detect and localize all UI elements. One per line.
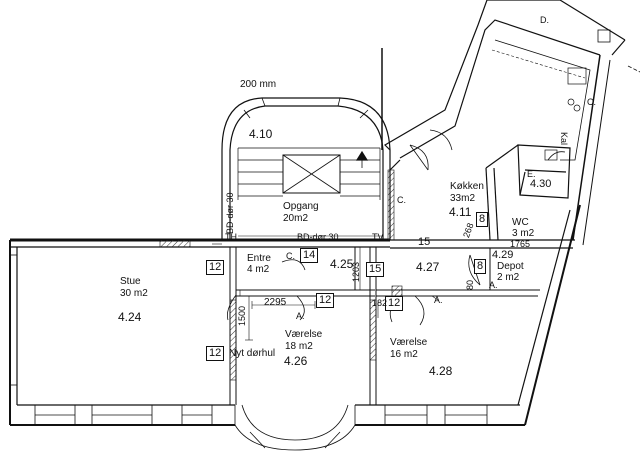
room-name-wc: WC (512, 217, 529, 228)
room-id-opgang: 4.10 (249, 127, 273, 141)
room-area-entre: 4 m2 (247, 264, 270, 275)
wall-note: 200 mm (240, 79, 277, 90)
door-tag: 8 (476, 212, 489, 227)
room-name-entre: Entre (247, 253, 271, 264)
marker-th: TH (225, 232, 237, 242)
windows (9, 254, 488, 451)
room-area-wc: 3 m2 (512, 228, 535, 239)
room-name-kokken: Køkken (450, 181, 484, 192)
marker-bd-door: BD-dør 30 (225, 192, 235, 234)
room-area-vaerelse2: 16 m2 (390, 349, 418, 360)
room-id-430: 4.30 (530, 178, 552, 190)
dimension-label: 1765 (510, 239, 531, 249)
room-area-vaerelse1: 18 m2 (285, 341, 313, 352)
hatched-walls (159, 169, 403, 381)
door-tag: 12 (316, 293, 335, 308)
door-tag: 14 (300, 248, 319, 263)
room-name-depot: Depot (497, 261, 524, 272)
marker-d: D. (540, 15, 549, 25)
interior-walls (229, 247, 540, 405)
room-name-vaerelse2: Værelse (390, 337, 428, 348)
door-tag: 12 (206, 346, 225, 361)
dimension-label: 80 (465, 279, 475, 290)
room-id-hall: 4.27 (416, 260, 440, 274)
dimension-label: 2295 (264, 297, 287, 308)
room-id-entre: 4.25 (330, 257, 354, 271)
staircase (221, 48, 391, 240)
kitchen-wing (384, 0, 640, 246)
outer-walls (9, 204, 581, 426)
marker-a: A. (489, 280, 498, 290)
dimension-lines (245, 247, 555, 341)
room-area-opgang: 20m2 (283, 213, 309, 224)
door-tag: 15 (366, 262, 385, 277)
room-id-depot: 4.29 (492, 249, 514, 261)
room-name-vaerelse1: Værelse (285, 329, 323, 340)
room-name-opgang: Opgang (283, 201, 319, 212)
marker-a: A. (296, 311, 305, 321)
nyt-dorhul-label: Nyt dørhul (229, 348, 276, 359)
room-id-stue: 4.24 (118, 310, 142, 324)
marker-c: C. (587, 97, 596, 107)
door-tag: 15 (418, 236, 431, 248)
room-name-stue: Stue (120, 276, 141, 287)
room-area-depot: 2 m2 (497, 272, 520, 283)
door-tag: 12 (206, 260, 225, 275)
marker-e: E. (527, 169, 536, 179)
marker-c: C. (397, 195, 406, 205)
marker-a: A. (434, 295, 443, 305)
dimension-label: 1500 (237, 305, 247, 326)
door-tag: 12 (385, 296, 404, 311)
dimension-label: 182 (372, 298, 388, 308)
marker-tv: TV (372, 232, 384, 242)
dimension-label: 1203 (351, 261, 361, 282)
marker-bd-door: BD-dør 30 (297, 232, 339, 242)
marker-c: C. (286, 251, 295, 261)
room-id-vaerelse1: 4.26 (284, 354, 308, 368)
door-tag: 8 (474, 259, 487, 274)
room-id-vaerelse2: 4.28 (429, 364, 453, 378)
room-area-stue: 30 m2 (120, 288, 148, 299)
room-id-kokken: 4.11 (449, 205, 472, 219)
room-area-kokken: 33m2 (450, 193, 476, 204)
marker-kal: Kal (559, 132, 569, 146)
